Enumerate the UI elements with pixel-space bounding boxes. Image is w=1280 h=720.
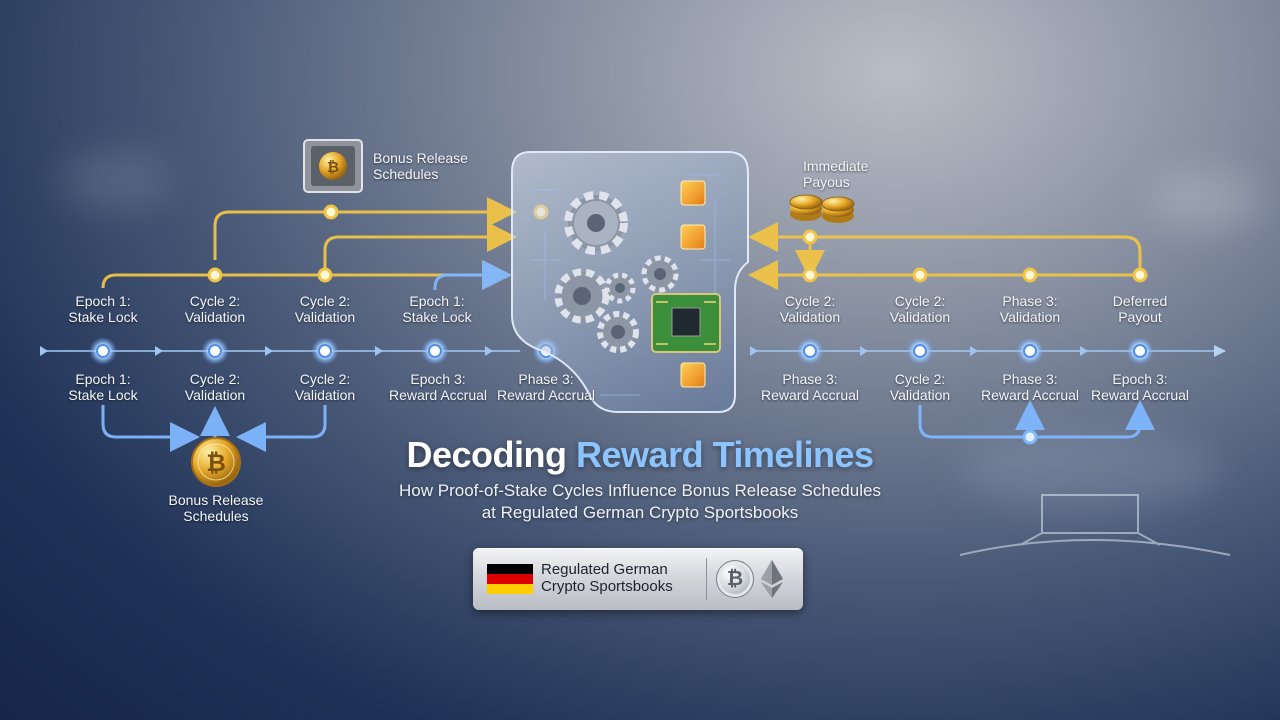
page-subtitle: How Proof-of-Stake Cycles Influence Bonu… [340,480,940,524]
lower-label: Epoch 3:Reward Accrual [388,371,488,403]
lower-label: Cycle 2:Validation [294,371,356,403]
badge-line1: Regulated German [541,561,668,578]
upper-label: Cycle 2:Validation [184,293,246,325]
title-main: Decoding [406,434,568,475]
upper-label: Cycle 2:Validation [294,293,356,325]
soccer-goal-icon [959,494,1231,556]
upper-label: Cycle 2:Validation [889,293,951,325]
lower-label: Phase 3:Reward Accrual [760,371,860,403]
subtitle-line1: How Proof-of-Stake Cycles Influence Bonu… [399,481,881,500]
svg-text:₿: ₿ [327,158,339,176]
stadium-light-right [1150,170,1260,230]
upper-label: Epoch 1:Stake Lock [68,293,138,325]
timeline-nodes [89,337,1154,365]
gold-flow-lines [101,197,1142,290]
top-right-label-line1: Immediate [803,158,869,174]
page-title: Decoding Reward Timelines [340,434,940,476]
upper-label: Epoch 1:Stake Lock [402,293,472,325]
regulated-sportsbooks-badge: Regulated German Crypto Sportsbooks ₿ [473,548,803,610]
stadium-light-field [960,430,1220,510]
top-left-label: Bonus Release Schedules [373,150,468,182]
lower-label: Cycle 2:Validation [889,371,951,403]
badge-line2: Crypto Sportsbooks [541,578,673,595]
vault-icon: ₿ [303,139,363,193]
chip-icon [651,293,721,353]
bitcoin-coin-icon: ₿ [191,437,241,487]
timeline-end-arrow [1214,345,1226,357]
svg-text:₿: ₿ [206,449,226,477]
ethereum-icon [761,560,783,598]
lower-label: Cycle 2:Validation [184,371,246,403]
blue-nodes [1022,429,1038,445]
upper-label: Cycle 2:Validation [779,293,841,325]
lower-label: Phase 3:Reward Accrual [980,371,1080,403]
top-right-label: Immediate Payous [803,158,868,190]
top-right-label-line2: Payous [803,174,850,190]
german-flag-icon [487,564,533,594]
upper-label: Phase 3:Validation [999,293,1061,325]
gear-cluster-icon [554,191,679,353]
top-left-label-line2: Schedules [373,166,439,182]
bitcoin-badge-icon: ₿ [716,560,754,598]
title-accent: Reward Timelines [576,434,874,475]
subtitle-line2: at Regulated German Crypto Sportsbooks [481,503,799,522]
lower-label: Epoch 1:Stake Lock [68,371,138,403]
bottom-left-label-line2: Schedules [183,508,249,524]
lower-label: Phase 3:Reward Accrual [496,371,596,403]
bottom-left-label: Bonus Release Schedules [156,492,276,524]
bottom-left-label-line1: Bonus Release [168,492,264,508]
top-left-label-line1: Bonus Release [373,150,468,166]
badge-text: Regulated German Crypto Sportsbooks [541,561,711,595]
coin-stack-icon [789,194,855,223]
lower-label: Epoch 3:Reward Accrual [1090,371,1190,403]
central-processing-panel [511,151,749,413]
block-cube-icon [680,180,706,388]
badge-divider [706,558,707,600]
stadium-light-left [60,150,170,210]
